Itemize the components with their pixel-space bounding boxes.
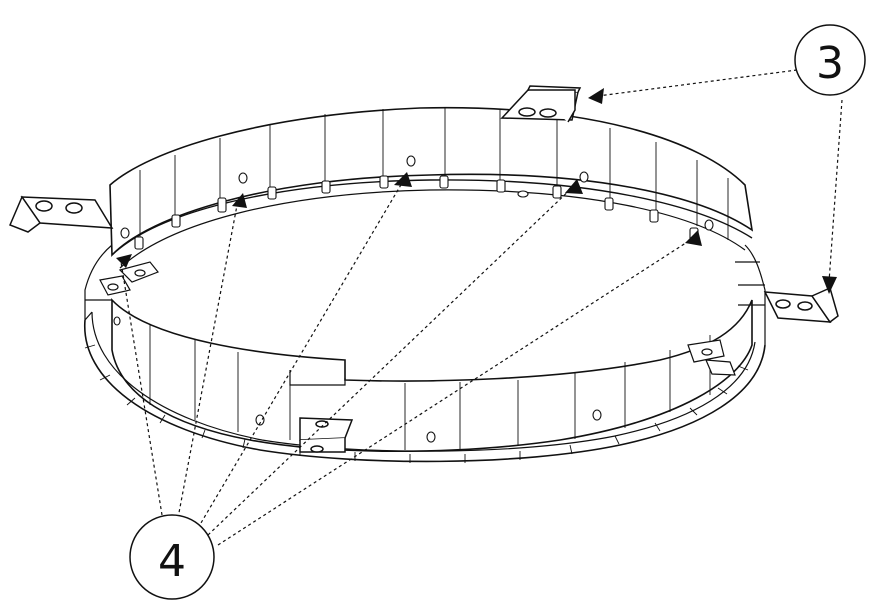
right-flange-side xyxy=(735,244,766,345)
back-ledge-inner xyxy=(119,189,746,269)
front-wall xyxy=(111,298,753,453)
front-wall-panels xyxy=(149,325,711,451)
bracket-top xyxy=(500,85,582,123)
back-wall xyxy=(109,106,754,257)
wall-holes xyxy=(113,155,714,443)
callout-3: 3 xyxy=(794,24,866,96)
callout-3-label: 3 xyxy=(816,38,844,89)
callout-4: 4 xyxy=(129,514,215,600)
bracket-right xyxy=(763,286,839,324)
leader-lines-4 xyxy=(120,177,696,546)
left-flange-side xyxy=(84,244,113,321)
inner-clips xyxy=(99,261,736,376)
bottom-flange-inner xyxy=(91,311,756,452)
flange-segments xyxy=(84,344,749,463)
leader-lines-3 xyxy=(597,69,843,283)
callout-4-label: 4 xyxy=(158,536,186,587)
bracket-left xyxy=(9,195,114,233)
tab-slots xyxy=(134,175,699,250)
arrow-heads xyxy=(116,88,837,294)
